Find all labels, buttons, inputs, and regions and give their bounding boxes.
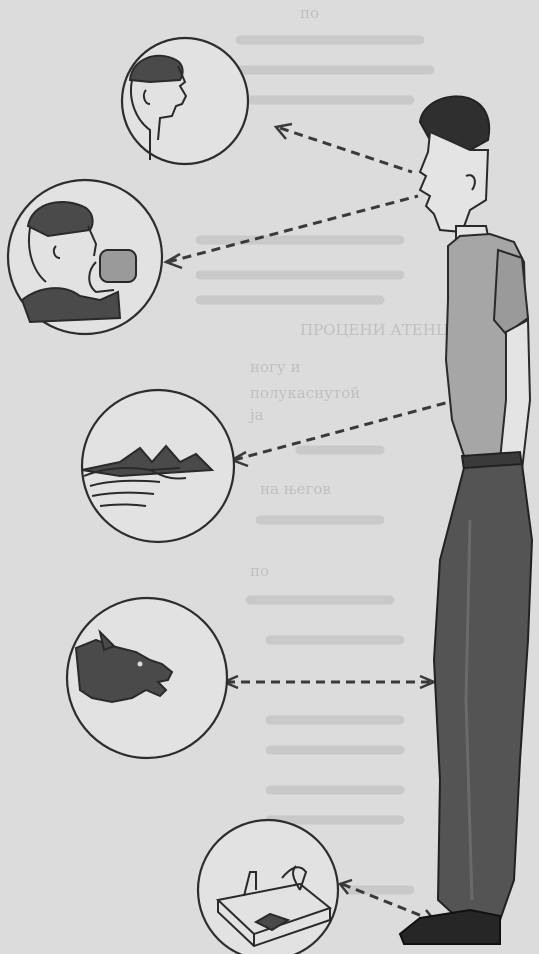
background-line-1: ногу и	[250, 358, 300, 376]
sense-circle-pain	[198, 820, 338, 954]
arrow-smell	[224, 676, 434, 688]
background-line-4: на његов	[260, 480, 331, 498]
sense-circle-smell	[67, 598, 227, 758]
background-line-5: по	[250, 562, 269, 580]
cup-icon	[100, 250, 136, 282]
arrow-hearing	[276, 124, 412, 172]
sense-circle-taste	[8, 180, 162, 334]
background-line-2: полукаснутой	[250, 384, 360, 402]
background-line-3: ја	[248, 406, 264, 424]
svg-text:по: по	[300, 4, 319, 22]
sense-circle-touch	[82, 390, 234, 542]
sense-circle-hearing	[122, 38, 248, 164]
arrow-taste	[166, 196, 418, 268]
arrow-touch	[232, 392, 466, 466]
standing-man	[400, 96, 532, 944]
